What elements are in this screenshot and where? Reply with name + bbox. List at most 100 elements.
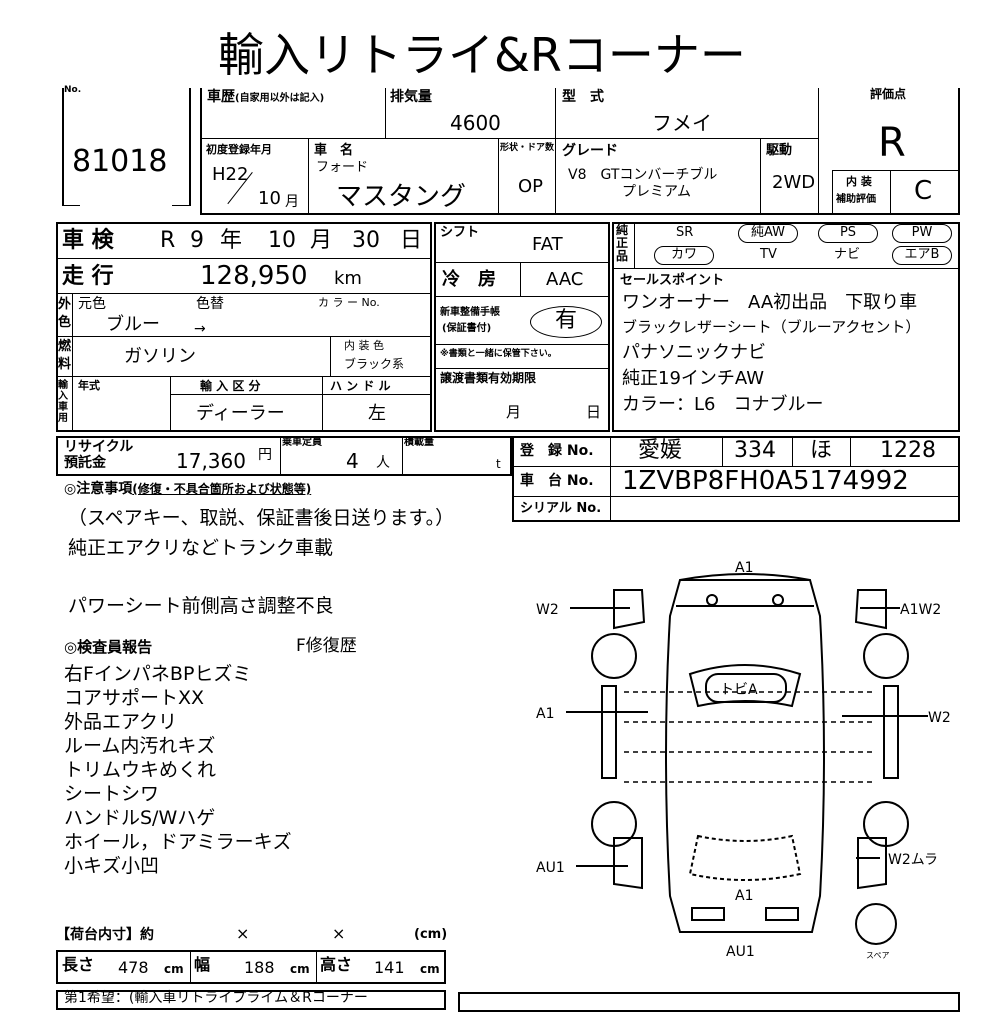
inspector-line-2: コアサポートXX [64,687,205,709]
sales-point-3: パナソニックナビ [622,342,766,363]
door-value: OP [518,176,544,197]
model-label: 型 式 [562,89,604,105]
note-line-2: 純正エアクリなどトランク車載 [68,537,334,559]
registration-number: 1228 [880,438,936,463]
inspector-line-8: ホイール，ドアミラーキズ [64,831,292,853]
warranty-value: 有 [555,308,578,333]
sales-points-label: セールスポイント [620,273,725,288]
mileage-value: 128,950 [200,261,308,291]
color-arrow: → [194,321,206,337]
notes-header: ◎注意事項(修復・不具合箇所および状態等) [64,481,312,497]
rear-lamp-left [691,907,725,921]
equip-sr: SR [676,225,694,240]
left-rear-quarter [613,837,643,890]
right-door [883,685,899,779]
registration-area: 愛媛 [638,438,683,463]
equip-tv: TV [760,247,777,262]
capacity-value: 4 [346,449,359,473]
diagram-label-center: トビA [720,682,758,698]
cargo-height-label: 高さ [320,955,353,974]
cargo-height: 141 [374,958,405,977]
warranty-note: ※書類と一緒に保管下さい。 [440,349,557,359]
color-orig-label: 元色 [78,296,106,312]
inspection-year-unit: 年 [220,228,243,253]
inspector-line-6: シートシワ [64,783,160,805]
cargo-label: 【荷台内寸】約 [56,927,154,943]
diagram-label-top: A1 [735,560,753,576]
warranty-label-1: 新車整備手帳 [440,307,500,318]
inspector-line-1: 右FインパネBPヒズミ [64,663,252,685]
score-value: R [878,120,906,166]
shift-value: FAT [532,234,563,255]
mileage-label: 走 行 [62,264,114,289]
serial-label: シリアル No. [520,501,602,516]
displacement-label: 排気量 [390,89,432,105]
inspector-line-9: 小キズ小凹 [64,855,160,877]
cargo-width: 188 [244,958,275,977]
cargo-width-cm: cm [290,962,310,976]
fuel-side-2: 料 [58,357,72,372]
inspector-line-3: 外品エアクリ [64,711,178,733]
damage-diagram: A1 W2 A1W2 トビA A1 W2 AU1 W2ムラ A1 AU1 スペア [536,560,951,960]
first-reg-label: 初度登録年月 [206,143,272,156]
cargo-x2: × [332,924,346,943]
diagram-label-right-mid: W2 [928,710,951,726]
wheel-rear-left [591,801,637,847]
inspection-year: 9 [190,228,204,253]
spare-tire [855,903,897,945]
sales-point-4: 純正19インチAW [622,368,765,389]
cargo-length: 478 [118,958,149,977]
registration-kana: ほ [810,438,833,463]
headlamp-right [772,594,784,606]
inspector-repair: F修復歴 [296,636,357,656]
equip-aw: 純AW [738,224,798,243]
diagram-label-left-mid: A1 [536,706,554,722]
recycle-label-1: リサイクル [64,439,134,455]
color-change-label: 色替 [196,296,224,312]
cargo-unit: (cm) [414,927,448,942]
import-year-label: 年式 [78,379,100,392]
capacity-label: 乗車定員 [282,437,322,448]
model-value: フメイ [652,111,712,135]
diagram-label-left-upper: W2 [536,602,559,618]
handle-value: 左 [368,403,386,424]
rear-window [688,834,802,881]
footer-text: 第1希望：(輸入車リトライプライム＆Rコーナー [64,990,368,1006]
color-value: ブルー [106,314,160,335]
fuel-side-1: 燃 [58,339,72,354]
headlamp-left [706,594,718,606]
capacity-unit: 人 [376,455,390,471]
int-color-value: ブラック系 [344,357,405,371]
inspector-line-4: ルーム内汚れキズ [64,735,216,757]
grade-line1: V8 GTコンバーチブル [568,167,718,183]
diagram-label-left-lower: AU1 [536,860,565,876]
registration-label: 登 録 No. [520,443,594,459]
left-front-fender [613,589,646,630]
diagram-label-spare: スペア [866,951,889,960]
equip-airbag: エアB [892,246,952,265]
sales-point-1: ワンオーナー AA初出品 下取り車 [622,292,918,313]
color-code-label: カ ラ ー No. [318,296,380,309]
diagram-label-bottom: AU1 [726,944,755,960]
load-label: 積載量 [404,437,434,448]
inspection-month: 10 [268,228,296,253]
door-label: 形状・ドア数 [500,143,555,153]
recycle-value: 17,360 [176,449,246,473]
shift-label: シフト [440,225,480,240]
maker-value: フォード [316,160,369,175]
chassis-value: 1ZVBP8FH0A5174992 [622,466,909,496]
inspector-header: ◎検査員報告 [64,638,153,656]
load-unit: t [496,457,501,471]
diagram-label-right-upper: A1W2 [900,602,941,618]
chassis-label: 車 台 No. [520,473,594,489]
int-color-label: 内 装 色 [344,339,384,352]
drive-value: 2WD [772,172,816,193]
page-title: 輸入リトライ&Rコーナー [218,28,746,82]
first-reg-month-unit: 月 [285,194,299,210]
equip-ps: PS [818,224,878,243]
aircon-label: 冷 房 [442,269,496,290]
inspector-line-7: ハンドルS/Wハゲ [64,807,216,829]
lot-number: 81018 [72,144,168,179]
transfer-month: 月 [506,403,522,421]
wheel-front-right [863,633,909,679]
